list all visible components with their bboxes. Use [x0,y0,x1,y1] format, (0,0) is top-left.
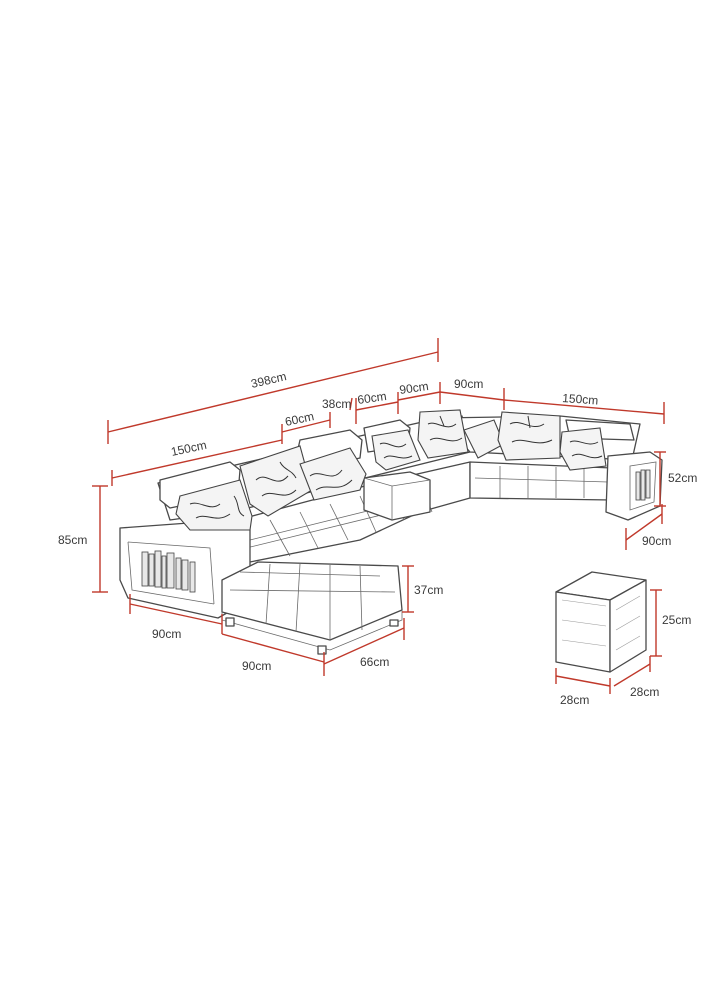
pillow-3 [299,447,367,501]
pillow-1 [175,479,253,531]
pillow-5 [417,409,469,459]
shelf-books [141,550,196,593]
label-corner-90-top: 90cm [398,379,429,397]
ottoman-illustration [555,571,647,673]
label-ottoman-width: 28cm [560,693,589,707]
label-headrest-60: 60cm [284,409,316,429]
label-ottoman-height: 25cm [662,613,691,627]
cushion-tufting-right [474,466,609,498]
chaise-foot-1 [225,617,235,627]
throw-pillows [175,409,607,531]
chaise-foot-3 [389,619,399,627]
chaise-foot-2 [317,645,327,655]
label-left-section: 150cm [170,438,208,459]
dimension-lines [92,338,666,694]
pillow-4 [371,429,421,471]
label-right-section: 150cm [562,391,599,407]
label-console-38: 38cm [322,397,351,411]
right-shelf-books [635,469,651,501]
label-chaise-depth: 66cm [360,655,389,669]
label-total-length: 398cm [250,369,288,391]
label-arm-height: 52cm [668,471,697,485]
ottoman-front [555,591,611,673]
label-console-60: 60cm [356,389,387,407]
label-chaise-front-width: 90cm [242,659,271,673]
label-chaise-left-width: 90cm [152,627,181,641]
label-corner-90-right: 90cm [454,377,483,391]
chaise-tufting [229,563,396,640]
pillow-8 [559,427,607,471]
center-console [363,471,431,521]
ottoman-side [609,579,647,673]
label-right-depth: 90cm [642,534,671,548]
sectional-sofa-illustration [119,409,663,673]
label-ottoman-depth: 28cm [630,685,659,699]
label-back-height: 85cm [58,533,87,547]
pillow-7 [497,411,561,461]
label-chaise-height: 37cm [414,583,443,597]
